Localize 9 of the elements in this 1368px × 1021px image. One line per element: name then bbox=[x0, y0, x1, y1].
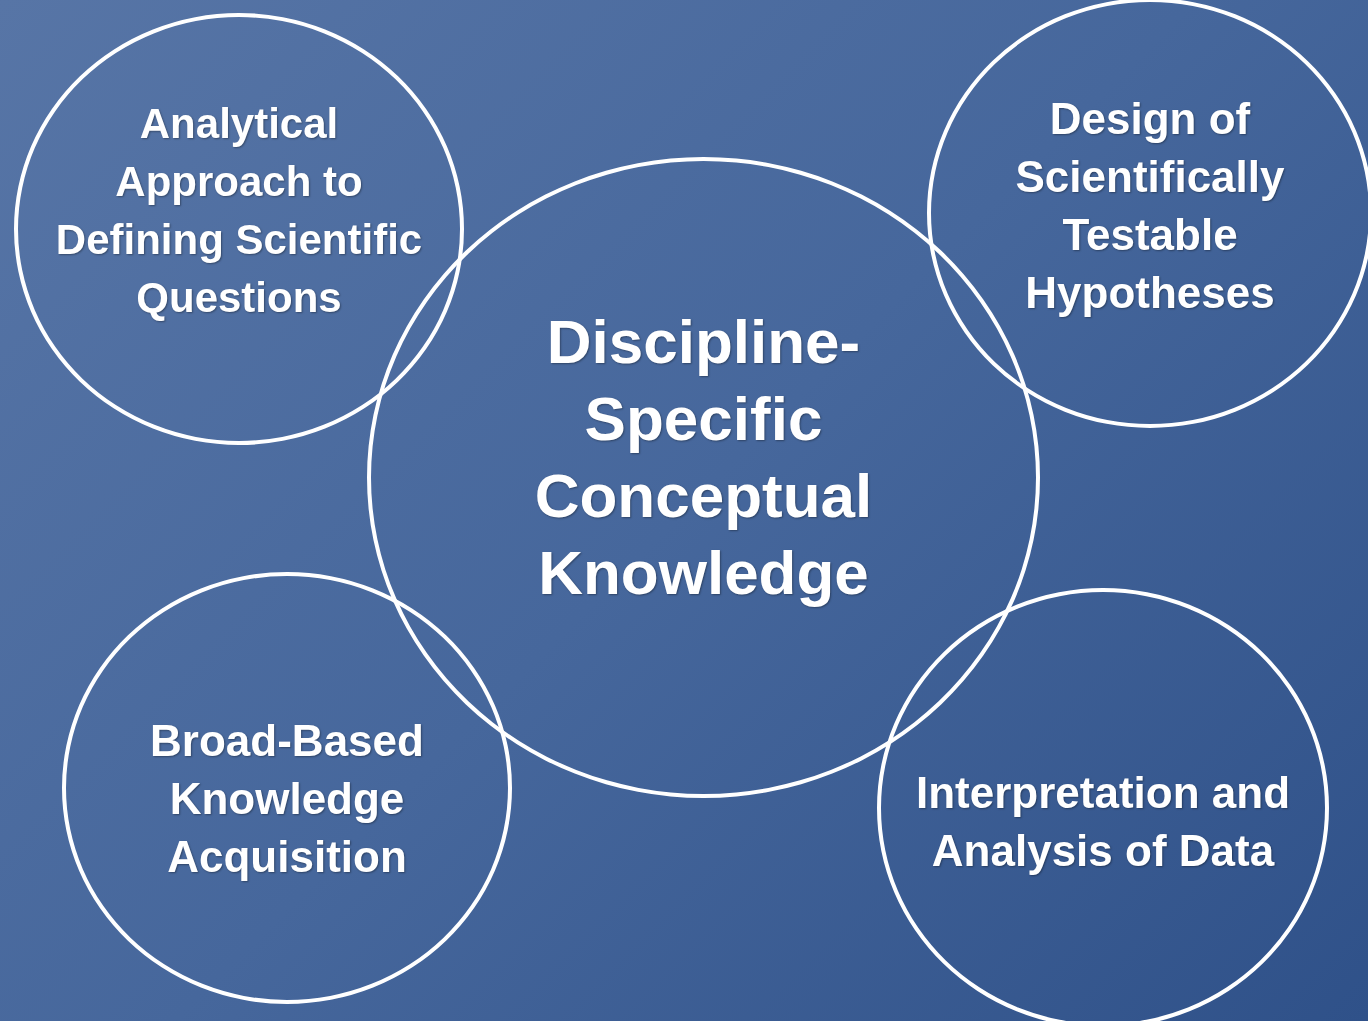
circle-label: Discipline-Specific Conceptual Knowledge bbox=[533, 306, 874, 609]
circle-label: Broad-Based Knowledge Acquisition bbox=[149, 715, 425, 883]
circle-shape bbox=[14, 13, 464, 445]
circle-label: Design of Scientifically Testable Hypotheses bbox=[1014, 93, 1286, 319]
circle-shape bbox=[877, 588, 1329, 1021]
circle-label: Interpretation and Analysis of Data bbox=[915, 767, 1291, 877]
circle-shape bbox=[62, 572, 512, 1004]
circle-label: Analytical Approach to Defining Scientific Questions bbox=[54, 99, 424, 323]
circle-shape bbox=[927, 0, 1368, 428]
